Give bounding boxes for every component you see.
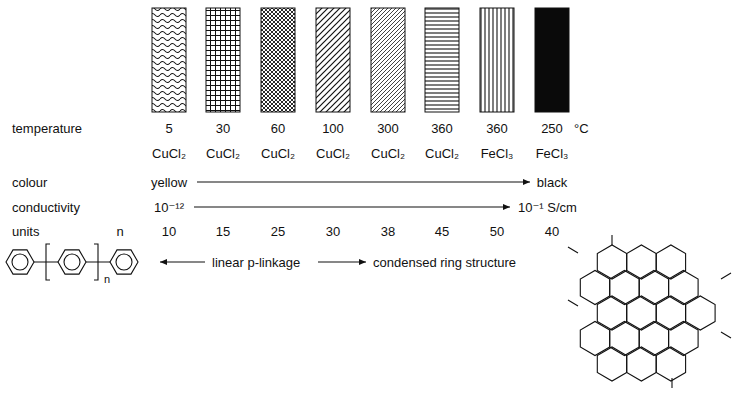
temperature-value: 360 <box>431 121 453 136</box>
condensed-ring-structure <box>568 235 731 388</box>
units-value: 50 <box>490 224 504 239</box>
reagent: CuCl₂ <box>152 146 186 161</box>
units-value: 38 <box>381 224 395 239</box>
reagent: FeCl₃ <box>536 146 569 161</box>
sample-swatch <box>261 8 295 112</box>
sample-swatch <box>535 8 569 112</box>
conductivity-value: 10⁻¹² <box>154 200 184 215</box>
reagent: CuCl₂ <box>261 146 295 161</box>
temperature-value: 360 <box>486 121 508 136</box>
units-value: 15 <box>216 224 230 239</box>
sample-swatch <box>152 8 186 112</box>
row-heading: temperature <box>12 121 82 136</box>
units-value: 30 <box>326 224 340 239</box>
conductivity-value: 10⁻¹ S/cm <box>518 200 577 215</box>
temperature-value: 60 <box>271 121 285 136</box>
row-heading: conductivity <box>12 200 80 215</box>
reagent: CuCl₂ <box>371 146 405 161</box>
reagent: FeCl₃ <box>481 146 514 161</box>
temperature-value: 100 <box>322 121 344 136</box>
colour-value: black <box>537 175 567 190</box>
subscript: n <box>104 272 110 287</box>
units-value: 25 <box>271 224 285 239</box>
temperature-value: 250 <box>541 121 563 136</box>
units-value: 40 <box>545 224 559 239</box>
colour-value: yellow <box>151 175 187 190</box>
sample-swatch <box>206 8 240 112</box>
temperature-value: 5 <box>165 121 172 136</box>
sample-swatch <box>480 8 514 112</box>
unit: °C <box>574 121 589 136</box>
trend-arrow <box>197 181 530 182</box>
trend-arrow <box>160 261 205 262</box>
reagent: CuCl₂ <box>425 146 459 161</box>
units-symbol: n <box>116 224 123 239</box>
sample-swatch <box>371 8 405 112</box>
sample-swatch <box>425 8 459 112</box>
polyphenylene-structure <box>6 244 138 280</box>
reagent: CuCl₂ <box>206 146 240 161</box>
units-value: 45 <box>435 224 449 239</box>
units-value: 10 <box>162 224 176 239</box>
trend-arrow <box>194 206 510 207</box>
structure-caption: condensed ring structure <box>373 255 516 270</box>
structure-caption: linear p-linkage <box>212 255 300 270</box>
temperature-value: 300 <box>377 121 399 136</box>
sample-swatch <box>316 8 350 112</box>
reagent: CuCl₂ <box>316 146 350 161</box>
trend-arrow <box>318 261 366 262</box>
temperature-value: 30 <box>216 121 230 136</box>
row-heading: units <box>12 224 39 239</box>
row-heading: colour <box>12 175 47 190</box>
